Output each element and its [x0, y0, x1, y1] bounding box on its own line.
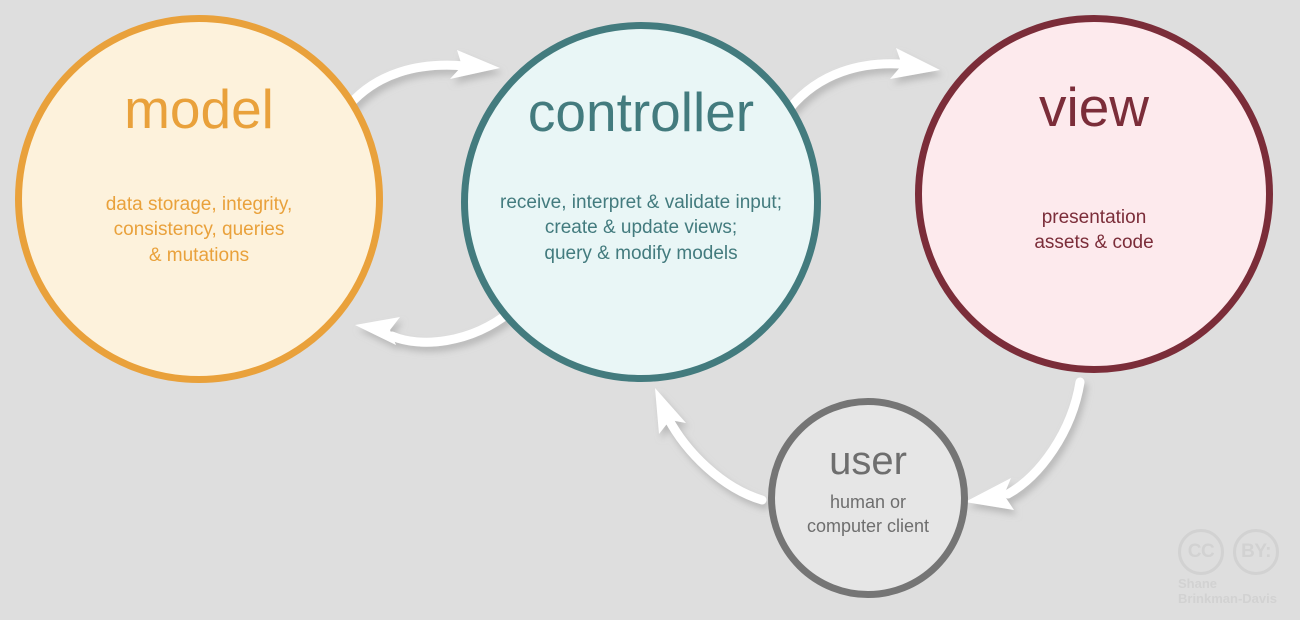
node-controller[interactable]: controller receive, interpret & validate… — [461, 22, 821, 382]
attribution-by-icon: BY: — [1233, 529, 1279, 575]
node-view-title: view — [1038, 76, 1150, 138]
node-user[interactable]: user human or computer client — [768, 398, 968, 598]
node-controller-description: receive, interpret & validate input; cre… — [500, 192, 782, 264]
node-user-description: human or computer client — [806, 492, 930, 536]
arrow-controller-to-view — [785, 48, 940, 113]
arrow-model-to-controller — [340, 50, 500, 115]
node-controller-title: controller — [527, 81, 755, 143]
node-model[interactable]: model data storage, integrity, consisten… — [15, 15, 383, 383]
node-view[interactable]: view presentation assets & code — [915, 15, 1273, 373]
node-model-description: data storage, integrity, consistency, qu… — [105, 194, 293, 266]
arrow-view-to-user — [965, 377, 1085, 510]
node-model-title: model — [124, 78, 274, 140]
creative-commons-icon: CC — [1178, 529, 1224, 575]
arrow-controller-to-model — [355, 307, 515, 347]
arrow-user-to-controller — [655, 388, 767, 505]
attribution-badge: CC BY: Shane Brinkman-Davis — [1178, 529, 1290, 609]
node-view-description: presentation assets & code — [1034, 207, 1154, 254]
node-user-title: user — [829, 439, 907, 483]
author-name: Shane Brinkman-Davis — [1178, 576, 1277, 606]
creative-commons-badges: CC BY: — [1178, 529, 1290, 575]
